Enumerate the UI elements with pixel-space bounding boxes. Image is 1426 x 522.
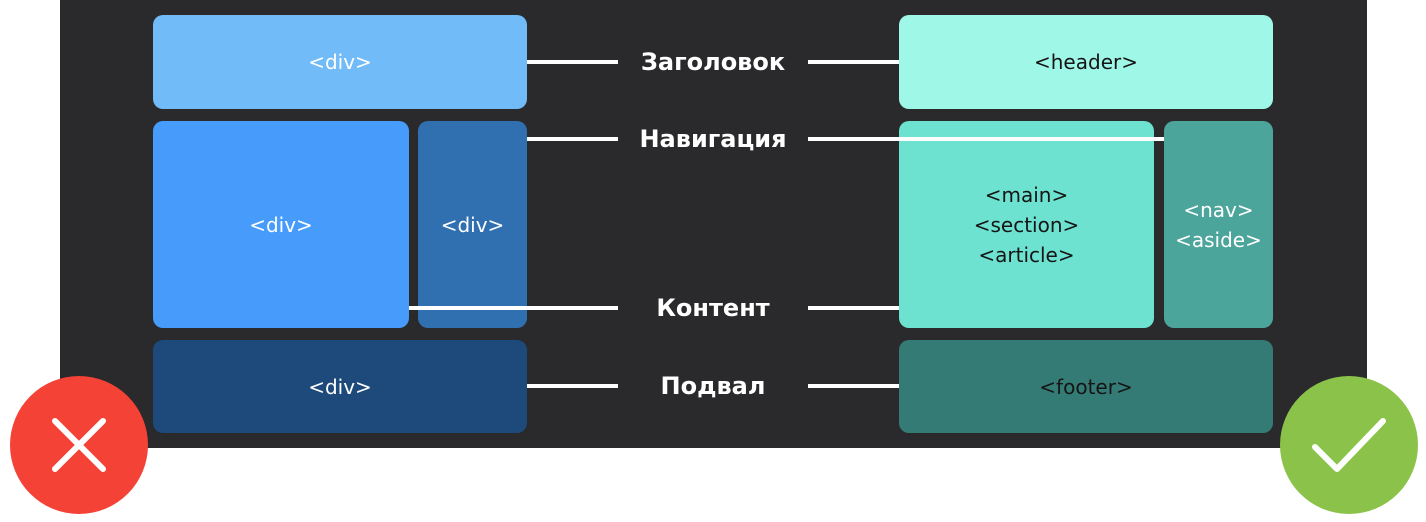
content-left-connector — [409, 306, 618, 310]
div-main-label: <div> — [249, 212, 313, 237]
correct-badge — [1280, 376, 1418, 514]
div-header-label: <div> — [308, 50, 372, 74]
nav-aside-tag-block: <nav> <aside> — [1164, 121, 1273, 328]
main-tag-label: <main> <section> <article> — [973, 182, 1080, 267]
header-left-connector — [527, 60, 618, 64]
div-side-label: <div> — [440, 212, 505, 237]
nav-aside-tag-label: <nav> <aside> — [1175, 197, 1262, 252]
div-footer-block: <div> — [153, 340, 527, 433]
content-right-connector — [808, 306, 899, 310]
nav-right-connector — [808, 137, 1164, 141]
div-header-block: <div> — [153, 15, 527, 109]
div-main-block: <div> — [153, 121, 409, 328]
div-footer-label: <div> — [308, 374, 372, 399]
div-side-block: <div> — [418, 121, 527, 328]
label-content: Контент — [656, 294, 770, 322]
header-tag-label: <header> — [1034, 50, 1138, 74]
nav-left-connector — [527, 137, 618, 141]
cross-icon — [52, 418, 106, 472]
label-header: Заголовок — [640, 48, 786, 76]
footer-right-connector — [808, 384, 899, 388]
header-tag-block: <header> — [899, 15, 1273, 109]
label-footer: Подвал — [660, 372, 766, 400]
checkmark-icon — [1312, 418, 1386, 472]
label-navigation: Навигация — [639, 125, 787, 153]
footer-tag-block: <footer> — [899, 340, 1273, 433]
footer-left-connector — [527, 384, 618, 388]
header-right-connector — [808, 60, 899, 64]
footer-tag-label: <footer> — [1039, 374, 1133, 399]
main-tag-block: <main> <section> <article> — [899, 121, 1154, 328]
wrong-badge — [10, 376, 148, 514]
